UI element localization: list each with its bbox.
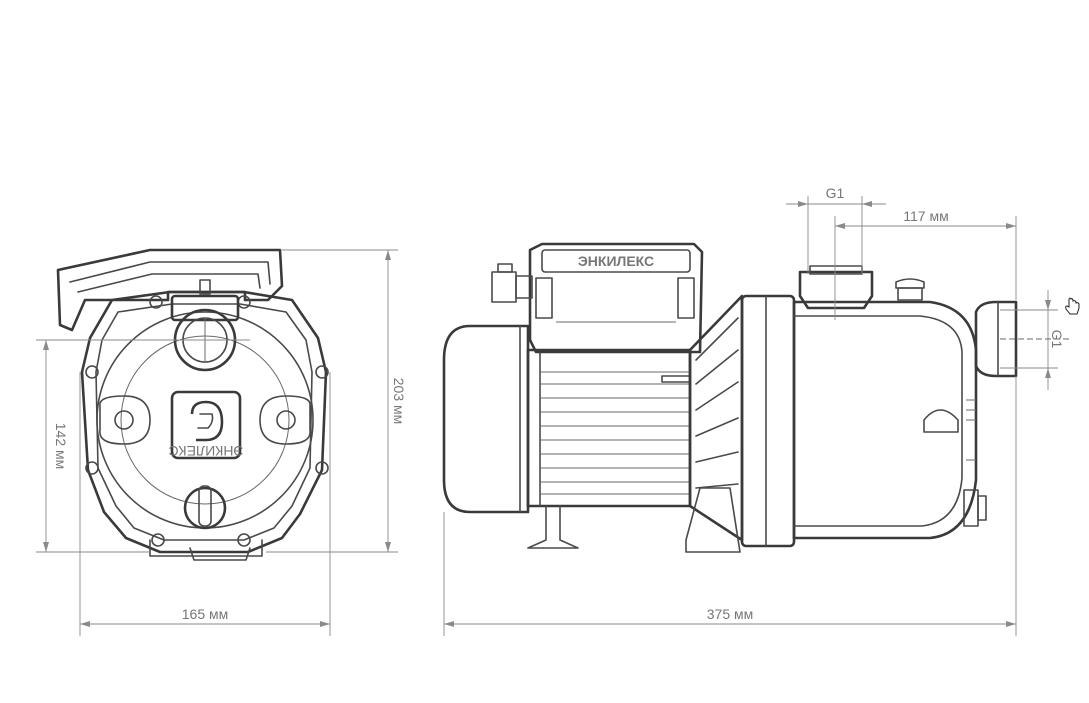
dim-label-203: 203 мм — [391, 378, 407, 425]
dim-label-117: 117 мм — [903, 208, 948, 224]
dim-label-375: 375 мм — [707, 606, 754, 622]
pump-side-view: ЭНКИЛЕКС — [442, 242, 1018, 553]
dim-inlet-thread — [1000, 290, 1070, 390]
pump-front-view: ЭНКИЛЕКС — [56, 248, 329, 561]
dim-front-axis-height — [36, 339, 250, 553]
dim-label-165: 165 мм — [182, 606, 229, 622]
dim-label-inlet-g1: G1 — [1049, 330, 1065, 349]
dim-side-length — [443, 376, 1017, 636]
dim-front-height — [266, 249, 398, 553]
dim-outlet-offset — [834, 216, 1017, 320]
dim-outlet-thread — [786, 196, 886, 274]
side-brand-label: ЭНКИЛЕКС — [578, 253, 654, 269]
dim-label-outlet-g1: G1 — [826, 185, 845, 201]
hand-cursor-icon — [1065, 297, 1080, 315]
dim-label-142: 142 мм — [53, 423, 69, 470]
front-brand-label: ЭНКИЛЕКС — [168, 443, 243, 459]
dim-front-width — [79, 372, 331, 636]
